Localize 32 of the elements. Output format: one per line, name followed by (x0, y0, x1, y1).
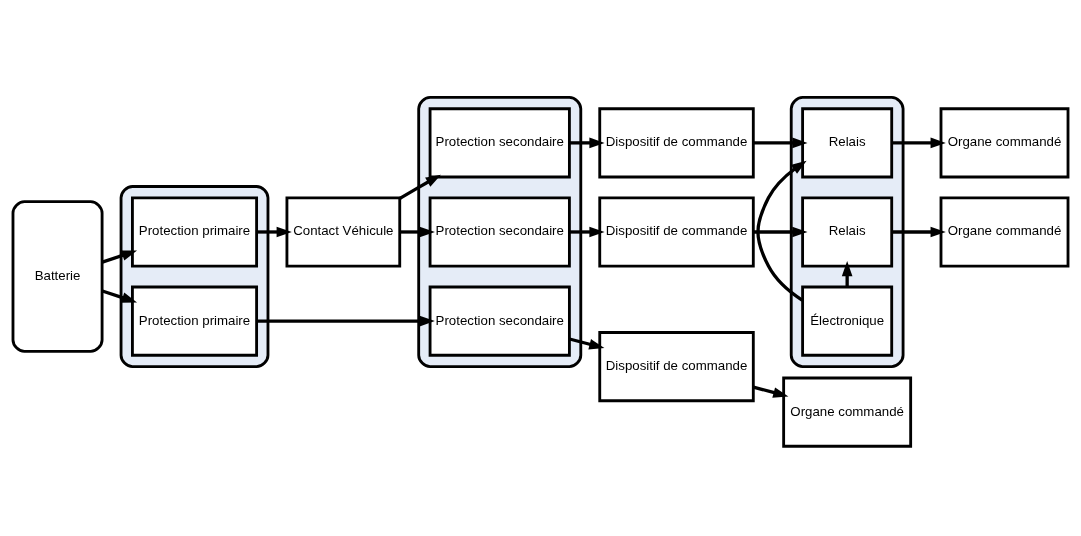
node-box: Relais (801, 107, 894, 179)
node-box: Organe commandé (939, 107, 1070, 179)
arrow (256, 315, 435, 327)
node-box: Électronique (801, 285, 894, 357)
node-box: Protection secondaire (428, 285, 571, 357)
arrow (399, 174, 441, 200)
arrow (101, 289, 138, 303)
node-box: Contact Véhicule (285, 196, 402, 268)
node-box: Dispositif de commande (598, 196, 755, 268)
node-box: Organe commandé (782, 376, 913, 448)
arrow (256, 226, 292, 238)
arrow (753, 385, 789, 398)
node-box: Relais (801, 196, 894, 268)
node-box: Batterie (11, 200, 104, 353)
node-box: Protection secondaire (428, 107, 571, 179)
node-box: Organe commandé (939, 196, 1070, 268)
arrow (891, 226, 946, 238)
arrow (753, 137, 808, 149)
arrow (101, 250, 138, 264)
node-box: Dispositif de commande (598, 107, 755, 179)
arrow (891, 137, 946, 149)
node-box: Protection secondaire (428, 196, 571, 268)
arrow (756, 160, 807, 302)
arrow (400, 226, 435, 238)
node-box: Protection primaire (131, 196, 259, 268)
node-box: Dispositif de commande (598, 331, 755, 403)
arrow (569, 337, 605, 350)
arrow (569, 226, 605, 238)
arrow (753, 226, 808, 238)
arrow (841, 261, 853, 287)
arrow (569, 137, 605, 149)
node-box: Protection primaire (131, 285, 259, 357)
